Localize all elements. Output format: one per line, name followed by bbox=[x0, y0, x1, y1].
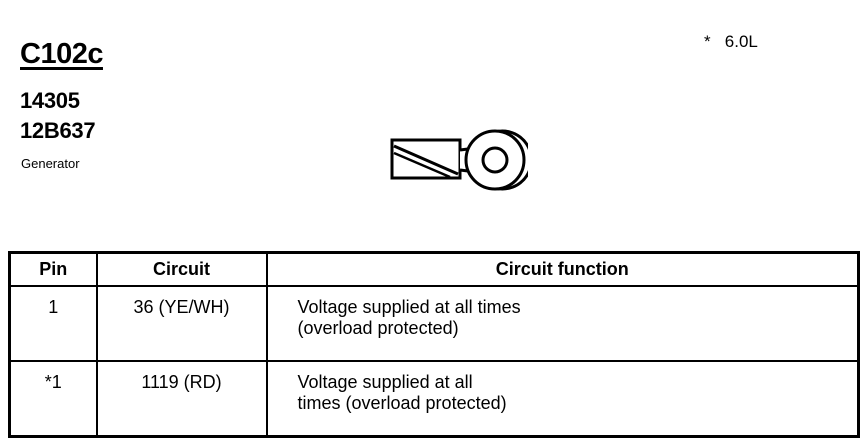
table-row: 1 36 (YE/WH) Voltage supplied at all tim… bbox=[8, 285, 860, 362]
pin-table: Pin Circuit Circuit function 1 36 (YE/WH… bbox=[8, 251, 860, 438]
circuit-function-line: Voltage supplied at all bbox=[297, 372, 473, 392]
part-number: 12B637 bbox=[20, 118, 96, 143]
circuit-function-cell: Voltage supplied at all times (overload … bbox=[265, 360, 860, 438]
circuit-function-cell: Voltage supplied at all times (overload … bbox=[265, 285, 860, 362]
circuit-function-line: (overload protected) bbox=[297, 318, 459, 338]
footnote: * 6.0L bbox=[704, 32, 758, 51]
header-circuit-function: Circuit function bbox=[265, 251, 860, 287]
table-header-row: Pin Circuit Circuit function bbox=[8, 251, 860, 287]
part-number: 14305 bbox=[20, 88, 80, 113]
circuit-cell: 36 (YE/WH) bbox=[95, 285, 268, 362]
circuit-function-line: times (overload protected) bbox=[297, 393, 507, 413]
ring-terminal-icon bbox=[390, 129, 528, 191]
header-pin: Pin bbox=[8, 251, 98, 287]
header-circuit: Circuit bbox=[95, 251, 268, 287]
circuit-function-line: Voltage supplied at all times bbox=[297, 297, 521, 317]
connector-id: C102c bbox=[20, 38, 103, 70]
pin-cell: *1 bbox=[8, 360, 98, 438]
table-row: *1 1119 (RD) Voltage supplied at all tim… bbox=[8, 360, 860, 438]
circuit-cell: 1119 (RD) bbox=[95, 360, 268, 438]
component-name: Generator bbox=[21, 156, 80, 171]
pin-cell: 1 bbox=[8, 285, 98, 362]
